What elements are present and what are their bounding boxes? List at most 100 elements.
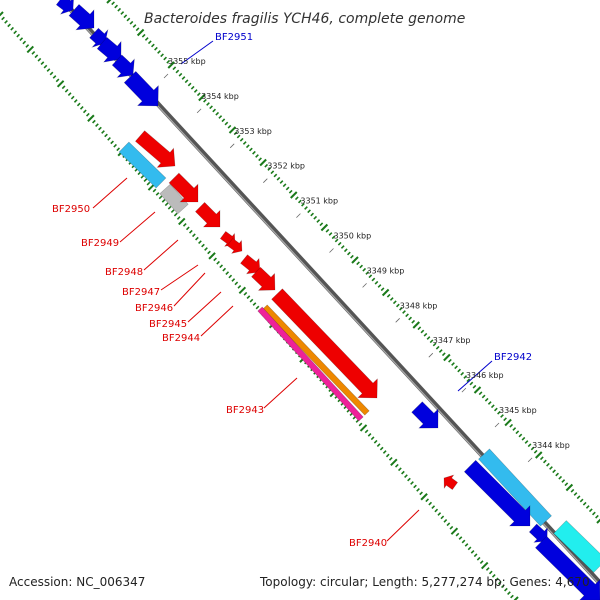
outer-tick — [350, 254, 354, 259]
inner-tick — [413, 484, 417, 489]
inner-tick — [185, 226, 190, 231]
outer-tick — [535, 451, 543, 459]
inner-tick — [49, 71, 54, 76]
outer-tick — [141, 33, 146, 38]
inner-tick — [507, 591, 511, 595]
outer-tick — [402, 310, 406, 314]
inner-tick — [228, 274, 233, 279]
outer-tick — [405, 313, 409, 318]
outer-tick — [549, 466, 553, 470]
inner-tick — [16, 33, 21, 38]
gene-label-bf2942[interactable]: BF2942 — [494, 352, 532, 363]
outer-tick — [264, 163, 269, 168]
gene-label-bf2951[interactable]: BF2951 — [215, 32, 253, 43]
inner-tick — [464, 543, 469, 547]
outer-tick — [301, 202, 305, 207]
outer-tick — [111, 1, 115, 6]
kbp-leader — [428, 352, 434, 358]
outer-tick — [356, 261, 360, 266]
inner-tick — [116, 147, 121, 152]
outer-tick — [518, 433, 523, 438]
kbp-leader — [163, 73, 169, 79]
inner-tick — [510, 594, 514, 599]
gene-label-bf2948[interactable]: BF2948 — [105, 267, 143, 278]
topology-text: Topology: circular; Length: 5,277,274 bp… — [259, 575, 590, 589]
inner-tick — [494, 577, 499, 582]
outer-tick — [236, 134, 241, 139]
kbp-leader — [362, 283, 367, 288]
outer-tick — [362, 267, 367, 272]
outer-tick — [117, 7, 122, 12]
inner-tick — [70, 95, 75, 100]
outer-tick — [325, 228, 330, 233]
outer-tick — [451, 362, 455, 366]
inner-tick — [443, 518, 448, 523]
inner-tick — [104, 133, 108, 138]
gene-label-bf2950[interactable]: BF2950 — [52, 204, 90, 215]
outer-tick — [126, 17, 131, 22]
inner-tick — [385, 453, 390, 458]
inner-tick — [449, 525, 454, 530]
inner-tick — [73, 99, 78, 103]
outer-tick — [500, 414, 504, 418]
outer-tick — [258, 157, 262, 162]
outer-tick — [454, 365, 458, 370]
inner-tick — [167, 205, 172, 210]
gene-label-bf2943[interactable]: BF2943 — [226, 405, 264, 416]
gene-label-bf2947[interactable]: BF2947 — [122, 287, 160, 298]
outer-tick — [255, 154, 259, 158]
inner-tick — [113, 143, 117, 148]
outer-tick — [490, 404, 495, 409]
outer-tick — [106, 0, 112, 4]
outer-tick — [120, 11, 125, 15]
outer-tick — [129, 20, 134, 25]
outer-tick — [290, 191, 298, 199]
outer-tick — [273, 173, 278, 178]
outer-tick — [267, 167, 272, 171]
outer-tick — [576, 495, 581, 500]
inner-tick — [376, 443, 381, 448]
outer-tick — [592, 511, 596, 516]
outer-tick — [386, 293, 391, 298]
inner-tick — [219, 264, 224, 269]
inner-tick — [440, 515, 445, 520]
inner-tick — [237, 284, 242, 289]
outer-tick — [215, 111, 220, 116]
outer-tick — [579, 498, 584, 503]
outer-tick — [543, 459, 547, 464]
outer-tick — [218, 115, 223, 119]
outer-tick — [343, 248, 348, 253]
inner-tick — [161, 198, 166, 203]
outer-tick — [365, 271, 370, 275]
gene-label-bf2945[interactable]: BF2945 — [149, 319, 187, 330]
inner-tick — [479, 560, 484, 565]
outer-tick — [596, 518, 600, 524]
inner-tick — [225, 271, 230, 275]
gene-label-bf2944[interactable]: BF2944 — [162, 333, 200, 344]
inner-tick — [64, 88, 69, 93]
inner-tick — [182, 223, 187, 227]
inner-tick — [513, 596, 519, 600]
features — [55, 0, 600, 600]
inner-tick — [476, 556, 481, 561]
outer-tick — [282, 183, 287, 188]
outer-tick — [154, 46, 158, 51]
outer-tick — [504, 418, 512, 427]
inner-tick — [390, 458, 398, 467]
inner-tick — [85, 112, 90, 117]
inner-tick — [222, 267, 227, 272]
outer-tick — [497, 410, 501, 415]
inner-tick — [491, 574, 496, 578]
feature-aqua — [553, 520, 600, 573]
gene-label-bf2940[interactable]: BF2940 — [349, 538, 387, 549]
outer-tick — [276, 176, 281, 181]
gene-label-bf2946[interactable]: BF2946 — [135, 303, 173, 314]
gene-label-bf2949[interactable]: BF2949 — [81, 238, 119, 249]
inner-tick — [7, 23, 11, 28]
inner-tick — [208, 252, 216, 260]
outer-tick — [351, 256, 359, 264]
outer-tick — [438, 349, 443, 353]
feature-blue — [463, 459, 531, 527]
feature-bf2945 — [240, 254, 261, 275]
